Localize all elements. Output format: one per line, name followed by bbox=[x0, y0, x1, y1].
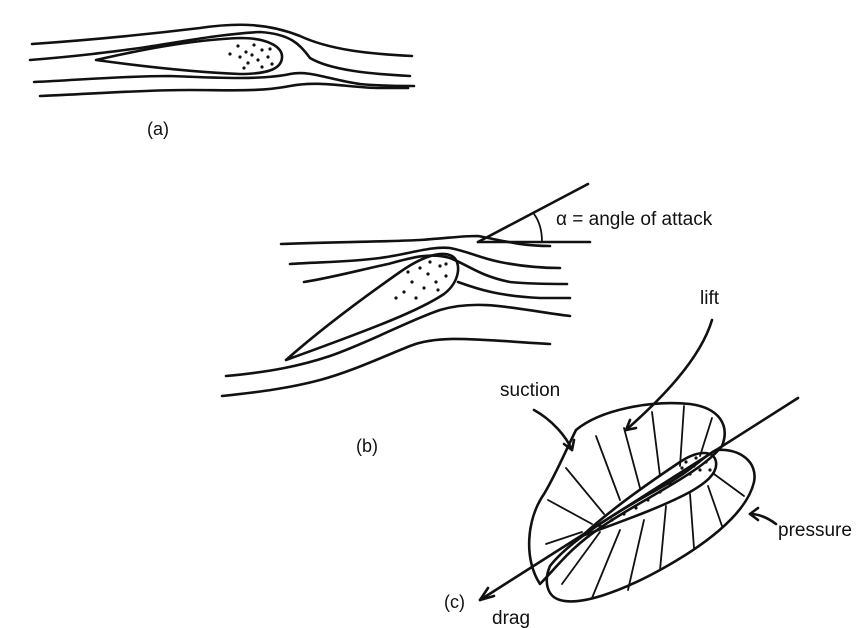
streamline-b-3 bbox=[304, 256, 567, 284]
suction-label: suction bbox=[500, 380, 560, 401]
panel-b: α = angle of attack (b) bbox=[222, 184, 713, 456]
streamline-b-5 bbox=[226, 305, 570, 376]
drag-arrowhead bbox=[480, 588, 494, 600]
airfoil-a bbox=[96, 38, 282, 74]
suction-leader-arrow bbox=[534, 410, 572, 450]
panel-c: lift suction pressure drag (c) bbox=[444, 288, 852, 628]
streamline-a-4 bbox=[40, 84, 408, 96]
angle-arc bbox=[534, 214, 542, 242]
streamline-a-3 bbox=[34, 73, 414, 86]
pressure-label: pressure bbox=[778, 520, 852, 541]
panel-a-streamlines bbox=[30, 25, 414, 96]
panel-b-streamlines bbox=[222, 236, 570, 396]
caption-c: (c) bbox=[444, 592, 465, 612]
lift-arrow bbox=[626, 320, 712, 430]
airfoil-a-stipple bbox=[228, 43, 273, 69]
caption-b: (b) bbox=[356, 436, 378, 456]
drag-label: drag bbox=[492, 608, 530, 628]
pressure-envelope bbox=[547, 450, 755, 602]
panel-a: (a) bbox=[30, 25, 414, 139]
lift-label: lift bbox=[700, 288, 720, 309]
airfoil-b-stipple bbox=[394, 260, 447, 299]
airfoil-b bbox=[286, 254, 458, 360]
caption-a: (a) bbox=[147, 119, 169, 139]
angle-of-attack-label: α = angle of attack bbox=[556, 209, 713, 230]
